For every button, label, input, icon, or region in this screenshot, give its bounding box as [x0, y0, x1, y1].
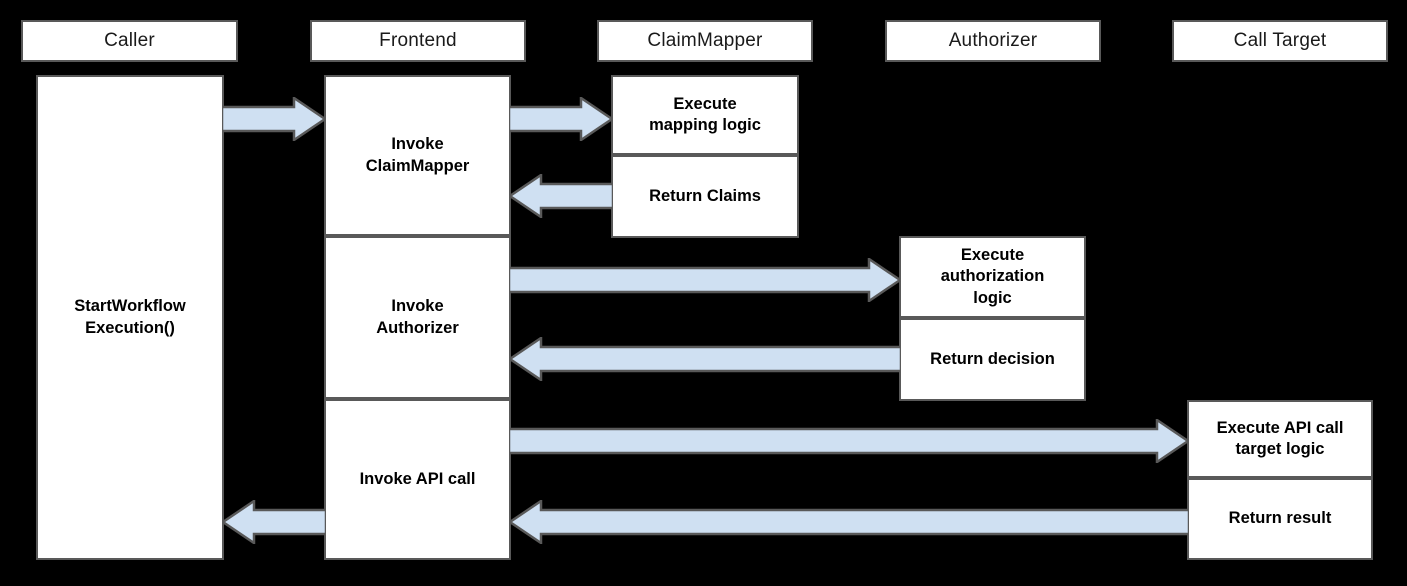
lane-header-authorizer: Authorizer: [885, 20, 1101, 62]
lane-header-claimmapper: ClaimMapper: [597, 20, 813, 62]
arrow-left-icon: [509, 500, 1189, 544]
arrow-call-target-to-frontend: [509, 500, 1189, 544]
activation-frontend-invoke-api-call-label: Invoke API call: [359, 469, 476, 488]
arrow-right-icon: [509, 97, 613, 141]
activation-authorizer-return-decision-label: Return decision: [930, 349, 1055, 368]
lane-header-call-target-label: Call Target: [1233, 30, 1327, 51]
activation-claimmapper-execute-mapping-logic: Execute mapping logic: [611, 75, 799, 155]
activation-calltarget-return-result-label: Return result: [1228, 509, 1332, 528]
activation-frontend-invoke-claimmapper: Invoke ClaimMapper: [324, 75, 511, 236]
activation-caller-start-workflow: StartWorkflow Execution(): [36, 75, 224, 560]
lane-header-caller-label: Caller: [104, 30, 155, 51]
activation-calltarget-return-result: Return result: [1187, 478, 1373, 560]
activation-calltarget-execute-api-call-target-logic-label: Execute API call target logic: [1216, 418, 1344, 458]
activation-authorizer-execute-authorization-logic-label: Execute authorization logic: [940, 246, 1045, 307]
lane-header-call-target: Call Target: [1172, 20, 1388, 62]
activation-authorizer-return-decision: Return decision: [899, 318, 1086, 401]
activation-frontend-invoke-authorizer: Invoke Authorizer: [324, 236, 511, 399]
lane-header-frontend: Frontend: [310, 20, 526, 62]
lane-header-claimmapper-label: ClaimMapper: [647, 30, 763, 51]
arrow-right-icon: [509, 258, 901, 302]
activation-calltarget-execute-api-call-target-logic: Execute API call target logic: [1187, 400, 1373, 478]
activation-caller-start-workflow-label: StartWorkflow Execution(): [74, 297, 186, 337]
lane-header-frontend-label: Frontend: [379, 30, 457, 51]
arrow-frontend-to-claimmapper: [509, 97, 613, 141]
arrow-authorizer-to-frontend: [509, 337, 901, 381]
arrow-left-icon: [222, 500, 326, 544]
activation-frontend-invoke-authorizer-label: Invoke Authorizer: [376, 297, 459, 337]
activation-claimmapper-return-claims-label: Return Claims: [649, 186, 761, 205]
activation-claimmapper-execute-mapping-logic-label: Execute mapping logic: [649, 94, 761, 134]
arrow-frontend-to-caller: [222, 500, 326, 544]
activation-frontend-invoke-api-call: Invoke API call: [324, 399, 511, 560]
lane-header-authorizer-label: Authorizer: [948, 30, 1038, 51]
arrow-left-icon: [509, 337, 901, 381]
arrow-right-icon: [222, 97, 326, 141]
arrow-frontend-to-authorizer: [509, 258, 901, 302]
arrow-frontend-to-call-target: [509, 419, 1189, 463]
activation-frontend-invoke-claimmapper-label: Invoke ClaimMapper: [365, 135, 470, 175]
lane-header-caller: Caller: [21, 20, 238, 62]
arrow-caller-to-frontend: [222, 97, 326, 141]
arrow-left-icon: [509, 174, 613, 218]
arrow-right-icon: [509, 419, 1189, 463]
arrow-claimmapper-to-frontend: [509, 174, 613, 218]
activation-authorizer-execute-authorization-logic: Execute authorization logic: [899, 236, 1086, 318]
activation-claimmapper-return-claims: Return Claims: [611, 155, 799, 238]
